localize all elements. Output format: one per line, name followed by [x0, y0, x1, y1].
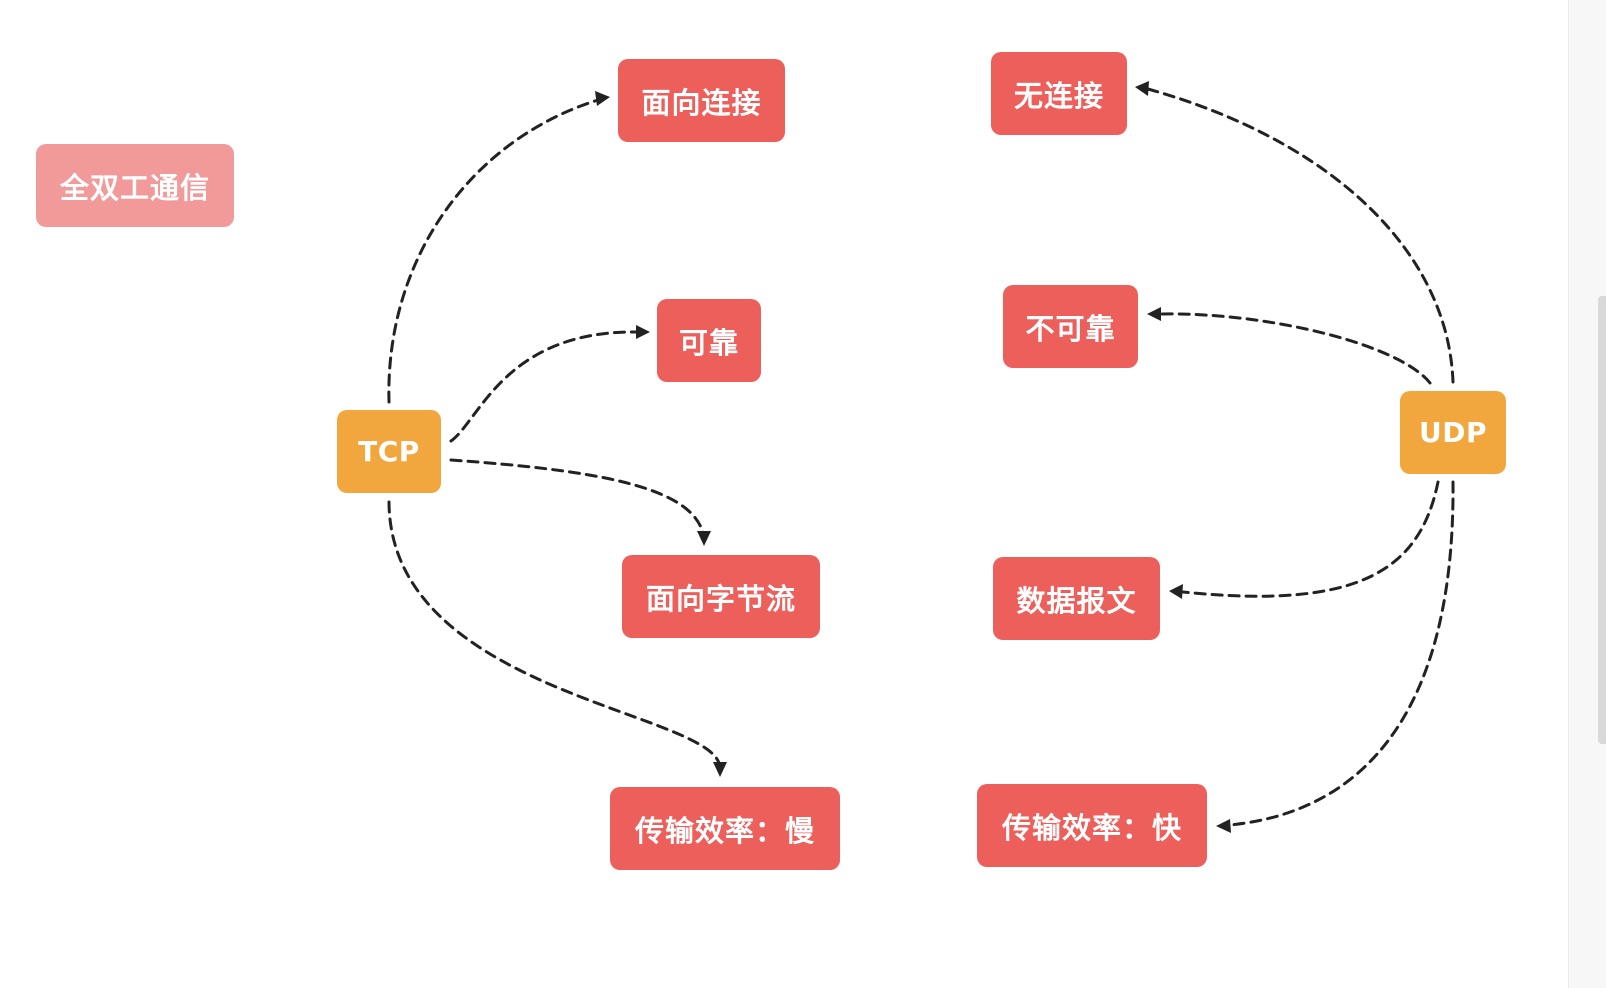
edge-tcp-connection-oriented [387, 98, 600, 404]
scrollbar-thumb[interactable] [1598, 296, 1606, 744]
udp-connectionless-label: 无连接 [1013, 78, 1104, 113]
full-duplex-node[interactable]: 全双工通信 [36, 144, 234, 227]
tcp-efficiency-label: 传输效率：慢 [634, 813, 815, 848]
edge-udp-efficiency [1228, 480, 1455, 827]
tcp-connection-oriented-label: 面向连接 [641, 85, 762, 120]
diagram-canvas: 全双工通信 TCP 面向连接 可靠 面向字节流 传输效率：慢 UDP 无连接 不… [36, 52, 1506, 870]
arrowhead-icon [1147, 307, 1161, 321]
tcp-node[interactable]: TCP [337, 410, 441, 493]
arrowhead-icon [697, 531, 711, 546]
edge-udp-connectionless [1146, 87, 1455, 384]
tcp-connection-oriented-node[interactable]: 面向连接 [618, 59, 785, 142]
udp-datagram-node[interactable]: 数据报文 [993, 557, 1160, 640]
arrowhead-icon [1216, 819, 1231, 833]
udp-label: UDP [1419, 416, 1487, 449]
udp-efficiency-node[interactable]: 传输效率：快 [977, 784, 1207, 867]
udp-node[interactable]: UDP [1400, 391, 1506, 474]
tcp-efficiency-node[interactable]: 传输效率：慢 [610, 787, 840, 870]
full-duplex-label: 全双工通信 [59, 170, 210, 205]
arrowhead-icon [713, 762, 727, 777]
arrowhead-icon [1169, 584, 1183, 599]
edge-udp-unreliable [1158, 312, 1432, 385]
tcp-byte-stream-node[interactable]: 面向字节流 [622, 555, 820, 638]
udp-datagram-label: 数据报文 [1016, 583, 1137, 618]
udp-unreliable-node[interactable]: 不可靠 [1003, 285, 1138, 368]
arrowhead-icon [595, 91, 610, 106]
tcp-byte-stream-label: 面向字节流 [645, 581, 796, 616]
udp-efficiency-label: 传输效率：快 [1001, 810, 1182, 845]
edge-udp-datagram [1181, 480, 1440, 598]
udp-connectionless-node[interactable]: 无连接 [991, 52, 1127, 135]
tcp-label: TCP [358, 435, 420, 468]
edge-tcp-byte-stream [449, 458, 705, 535]
udp-unreliable-label: 不可靠 [1025, 311, 1116, 346]
vertical-scrollbar[interactable] [1568, 0, 1606, 988]
tcp-reliable-label: 可靠 [678, 325, 739, 360]
arrowhead-icon [1135, 81, 1149, 96]
tcp-reliable-node[interactable]: 可靠 [657, 299, 761, 382]
arrowhead-icon [636, 325, 650, 339]
edge-tcp-reliable [449, 330, 640, 443]
